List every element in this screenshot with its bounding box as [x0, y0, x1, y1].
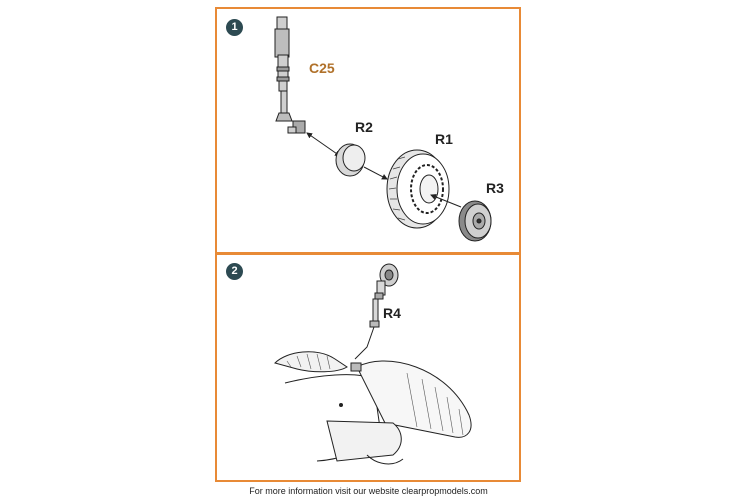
part-label-r4: R4: [383, 305, 401, 321]
step-1-illustration: [274, 16, 492, 242]
part-label-r1: R1: [435, 131, 453, 147]
assembly-arrow-r1: [363, 166, 388, 180]
part-label-r2: R2: [355, 119, 373, 135]
c25-strut: [274, 16, 306, 134]
r3-wheel: [458, 200, 492, 242]
tail-assembly: [274, 351, 472, 465]
r1-tyre: [386, 149, 450, 229]
step-2-panel: 2 R4: [215, 253, 521, 482]
step-2-badge: 2: [226, 263, 243, 280]
placement-line: [354, 326, 375, 360]
r4-tailwheel-part: [369, 263, 399, 328]
step-2-illustration: [274, 263, 472, 465]
assembly-arrow-r2: [306, 132, 341, 157]
part-label-c25: C25: [309, 60, 335, 76]
step-1-badge: 1: [226, 19, 243, 36]
r2-hub-cap: [335, 143, 366, 177]
step-1-panel: 1 C25 R2 R1 R3: [215, 7, 521, 254]
footer-text: For more information visit our website c…: [249, 486, 488, 496]
part-label-r3: R3: [486, 180, 504, 196]
assembly-arrow-r3: [430, 194, 462, 208]
